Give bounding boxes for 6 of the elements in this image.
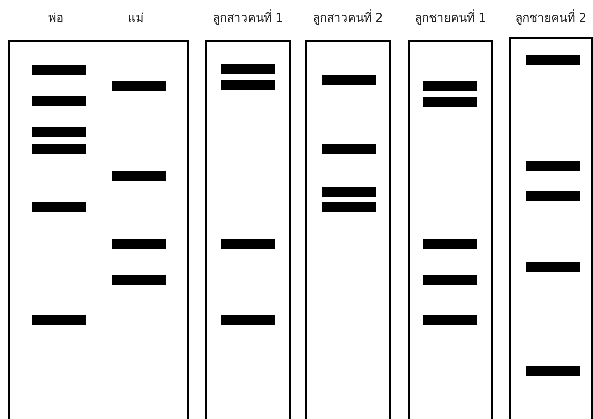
lane-heading: แม่ xyxy=(127,10,145,26)
lane-heading: พ่อ xyxy=(48,10,64,26)
lane-heading: ลูกสาวคนที่ 1 xyxy=(212,10,284,26)
lane-heading: ลูกชายคนที่ 1 xyxy=(414,10,488,26)
lane-heading: ลูกสาวคนที่ 2 xyxy=(312,10,384,26)
lane-heading: ลูกชายคนที่ 2 xyxy=(514,10,588,26)
